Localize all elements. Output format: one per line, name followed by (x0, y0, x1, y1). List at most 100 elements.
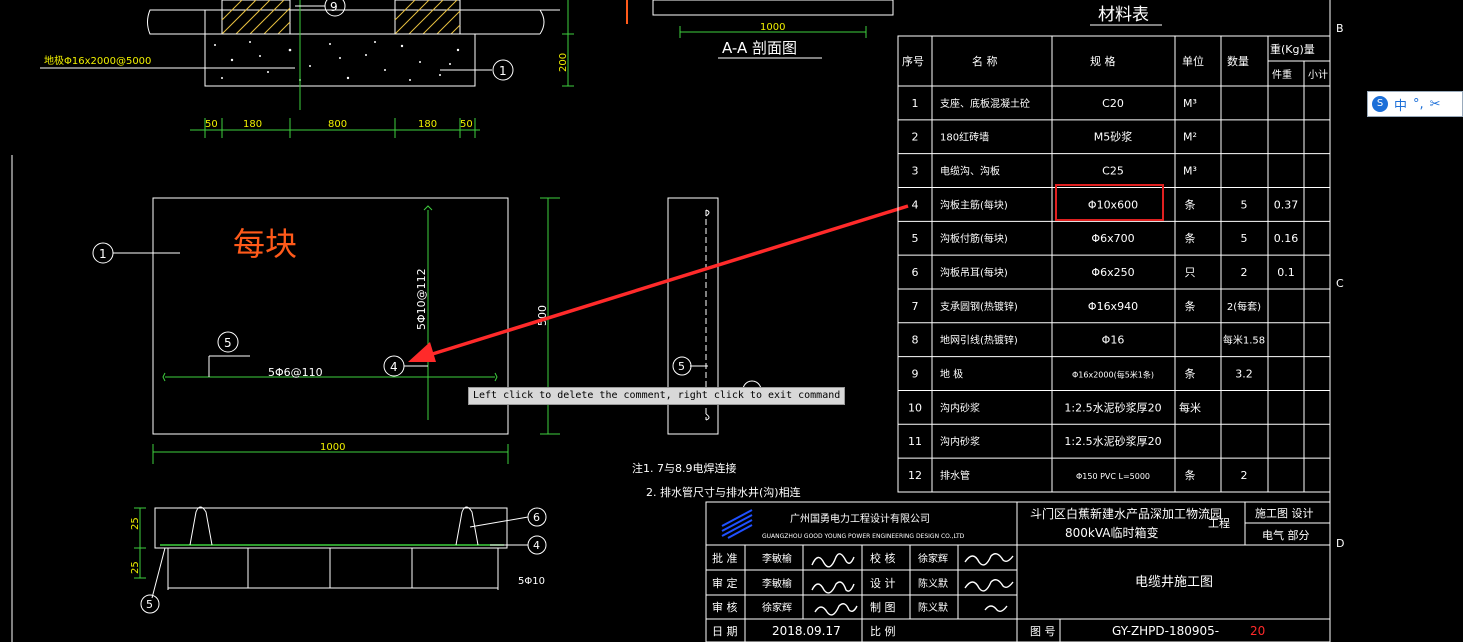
elev-dim-1: 25 (130, 517, 141, 530)
material-row-qty: 5 (1241, 198, 1248, 211)
material-row-name: 支承圆钢(热镀锌) (940, 300, 1018, 313)
plan-callout-1 (92, 242, 114, 264)
tb-name-design: 陈义默 (918, 577, 948, 590)
material-row-name: 沟板付筋(每块) (940, 232, 1008, 245)
section-dim-0: 50 (205, 119, 218, 130)
plan-callout-4-text: 4 (390, 360, 398, 374)
material-row-qty: 每米1.58 (1223, 334, 1265, 347)
material-row-name: 沟板主筋(每块) (940, 198, 1008, 211)
tb-name-check: 徐家辉 (918, 552, 948, 565)
zone-label-d: D (1336, 537, 1344, 550)
material-row-spec: Φ16x2000(每5米1条) (1072, 370, 1154, 380)
material-row-spec: Φ6x700 (1091, 232, 1134, 245)
side-callout-5-text: 5 (678, 360, 685, 373)
material-row-qty: 2 (1241, 469, 1248, 482)
material-row-spec: Φ6x250 (1091, 266, 1134, 279)
mt-header-qty: 数量 (1227, 55, 1249, 68)
svg-text:1: 1 (499, 64, 507, 78)
material-row-no: 10 (908, 401, 922, 414)
material-row-no: 9 (912, 368, 919, 381)
material-row-name: 沟板吊耳(每块) (940, 266, 1008, 279)
material-row-unit: M³ (1183, 165, 1197, 178)
material-table (897, 35, 1331, 493)
section-dim-4: 50 (460, 119, 473, 130)
material-row-w: 0.37 (1274, 198, 1299, 211)
company-logo-icon (721, 509, 753, 539)
material-row-name: 地网引线(热镀锌) (940, 334, 1018, 347)
material-row-name: 地 极 (940, 368, 963, 381)
mt-header-unit-weight: 件重 (1272, 68, 1292, 81)
highlight-box[interactable] (1055, 184, 1164, 221)
material-row-qty: 2 (1241, 266, 1248, 279)
section-dim-1: 180 (243, 119, 262, 130)
tb-role-design: 设 计 (870, 577, 896, 590)
material-row-no: 5 (912, 232, 919, 245)
section-bar-label: 地极Φ16x2000@5000 (44, 54, 151, 67)
material-row-unit: M³ (1183, 97, 1197, 110)
annotation-arrow[interactable] (408, 204, 909, 362)
material-row-no: 6 (912, 266, 919, 279)
material-row-name: 电缆沟、沟板 (940, 165, 1000, 178)
material-table-title: 材料表 (1098, 5, 1149, 25)
material-row-qty: 5 (1241, 232, 1248, 245)
material-row-no: 11 (908, 435, 922, 448)
material-row-spec: C25 (1102, 165, 1124, 178)
ime-logo-icon[interactable]: S (1372, 96, 1388, 112)
material-row-name: 180红砖墙 (940, 131, 989, 144)
material-row-unit: 每米 (1179, 400, 1201, 414)
mt-header-no: 序号 (902, 54, 924, 68)
section-dim-2: 800 (328, 119, 347, 130)
section-height-dim: 200 (558, 53, 569, 72)
plan-callout-1-text: 1 (99, 247, 107, 261)
material-row-spec: 1:2.5水泥砂浆厚20 (1064, 434, 1161, 448)
signature-marks (811, 553, 1014, 616)
plan-callout-5-text: 5 (224, 336, 232, 350)
material-row-spec: Φ10x600 (1088, 198, 1138, 211)
elev-callout-6-text: 6 (533, 511, 540, 524)
stage-part: 电气 部分 (1262, 528, 1310, 542)
title-block (705, 501, 1331, 642)
tb-scale-label: 比 例 (870, 624, 896, 638)
callout-1-top (492, 59, 514, 81)
material-row-unit: 条 (1185, 299, 1196, 313)
tb-name-review: 徐家辉 (762, 601, 792, 614)
material-row-name: 沟内砂浆 (940, 435, 980, 448)
elev-dim-2: 25 (130, 561, 141, 574)
material-row-no: 8 (912, 334, 919, 347)
elev-callout-4-text: 4 (533, 539, 540, 552)
elev-callout-4 (527, 535, 547, 555)
aa-section-ref: 1000 A-A 剖面图 (652, 0, 894, 59)
tb-role-check: 校 核 (870, 551, 896, 565)
plan-callout-5 (217, 331, 239, 353)
tb-name-approve: 李敏榆 (762, 552, 792, 565)
drawing-number-suffix: 20 (1250, 624, 1265, 638)
scissors-icon[interactable]: ✂ (1429, 96, 1441, 112)
material-row-spec: Φ16x940 (1088, 300, 1138, 313)
mt-header-spec: 规 格 (1090, 54, 1116, 68)
material-row-spec: 1:2.5水泥砂浆厚20 (1064, 400, 1161, 414)
tb-role-approve: 批 准 (712, 551, 738, 565)
material-row-no: 1 (912, 97, 919, 110)
tb-role-draw: 制 图 (870, 601, 896, 614)
zone-label-c: C (1336, 277, 1344, 290)
material-row-unit: 条 (1185, 231, 1196, 245)
note-line-1: 注1. 7与8.9电焊连接 (632, 461, 736, 475)
tb-date: 2018.09.17 (772, 624, 841, 638)
project-line-1: 斗门区白蕉新建水产品深加工物流园 (1030, 506, 1222, 521)
material-row-no: 7 (912, 300, 919, 313)
material-row-spec: M5砂浆 (1094, 130, 1133, 144)
company-name-en: GUANGZHOU GOOD YOUNG POWER ENGINEERING D… (762, 533, 965, 540)
project-suffix: 工程 (1208, 517, 1230, 530)
material-row-no: 2 (912, 131, 919, 144)
ime-mode-button[interactable]: 中 (1394, 98, 1408, 114)
tb-name-draw: 陈义默 (918, 601, 948, 614)
company-name-cn: 广州国勇电力工程设计有限公司 (790, 512, 930, 525)
elevation-view: 25 25 5Φ10 6 4 5 (130, 506, 547, 614)
aa-section-title: A-A 剖面图 (722, 39, 797, 57)
ime-toolbar[interactable]: S 中 °, ✂ (1367, 91, 1463, 117)
ime-punct-button[interactable]: °, (1413, 96, 1424, 112)
elev-bar: 5Φ10 (518, 576, 545, 587)
plan-width-dim: 1000 (320, 442, 345, 453)
